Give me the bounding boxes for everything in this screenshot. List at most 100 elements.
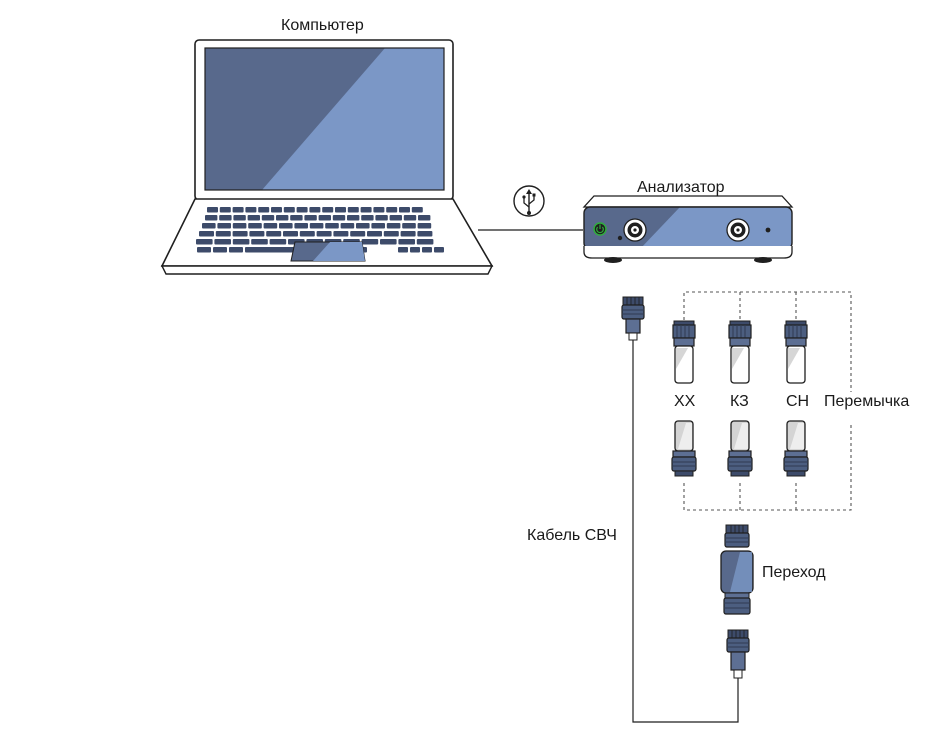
keyboard-key [360, 207, 372, 213]
keyboard-key [232, 207, 244, 213]
keyboard-key [335, 207, 346, 213]
keyboard-key [389, 215, 402, 221]
keyboard-key [283, 231, 298, 237]
keyboard-key [410, 247, 420, 253]
keyboard-key [232, 239, 250, 245]
keyboard-key [325, 223, 339, 229]
keyboard-key [248, 223, 262, 229]
keyboard-key [403, 215, 417, 221]
analyzer-label: Анализатор [637, 179, 725, 196]
keyboard-key [294, 223, 308, 229]
keyboard-key [434, 247, 444, 253]
short-label: КЗ [730, 393, 749, 410]
keyboard-key [266, 231, 282, 237]
keyboard-key [202, 223, 216, 229]
open-label: ХХ [674, 393, 696, 410]
open-standard-female [672, 320, 696, 384]
load-standard-female [784, 320, 808, 384]
keyboard-key [375, 215, 388, 221]
keyboard-key [296, 207, 308, 213]
analyzer-top [582, 195, 794, 208]
keyboard-key [197, 247, 211, 253]
keyboard-key [247, 215, 260, 221]
cable-connector-bottom [726, 629, 750, 679]
jumper-dashed-frame [683, 291, 852, 511]
keyboard-key [215, 231, 231, 237]
keyboard-key [411, 207, 423, 213]
keyboard-key [416, 239, 434, 245]
keyboard-key [367, 231, 382, 237]
keyboard-key [219, 215, 232, 221]
keyboard-key [361, 215, 374, 221]
keyboard-key [400, 231, 416, 237]
keyboard-key [233, 215, 246, 221]
keyboard-key [261, 215, 275, 221]
open-standard-male [671, 420, 697, 477]
keyboard-key [398, 247, 408, 253]
power-icon [593, 222, 607, 236]
keyboard-key [380, 239, 397, 245]
analyzer-port-2 [726, 218, 750, 242]
keyboard-key [316, 231, 332, 237]
keyboard-key [350, 231, 366, 237]
keyboard-key [318, 215, 331, 221]
keyboard-key [245, 207, 257, 213]
keyboard-key [333, 231, 349, 237]
keyboard-key [422, 247, 432, 253]
laptop-base-edge [160, 265, 494, 275]
keyboard-key [205, 215, 218, 221]
keyboard-key [207, 207, 218, 213]
keyboard-key [386, 207, 398, 213]
analyzer-port-1 [623, 218, 647, 242]
keyboard-key [219, 207, 231, 213]
keyboard-key [373, 207, 385, 213]
keyboard-key [418, 215, 431, 221]
keyboard-key [290, 215, 303, 221]
keyboard-key [279, 223, 293, 229]
keyboard-key [361, 239, 379, 245]
keyboard-key [199, 231, 214, 237]
adapter [720, 524, 754, 615]
keyboard-key [402, 223, 416, 229]
keyboard-key [347, 215, 360, 221]
keyboard-key [417, 231, 433, 237]
keyboard-key [299, 231, 315, 237]
keyboard-key [276, 215, 289, 221]
keyboard-key [232, 231, 248, 237]
keyboard-key [309, 223, 324, 229]
keyboard-key [340, 223, 355, 229]
keyboard-key [399, 207, 410, 213]
laptop [160, 39, 494, 275]
laptop-screen [205, 48, 444, 190]
keyboard-key [271, 207, 282, 213]
keyboard-key [347, 207, 359, 213]
keyboard-key [249, 231, 265, 237]
keyboard-key [398, 239, 415, 245]
keyboard-key [383, 231, 399, 237]
keyboard-key [214, 239, 231, 245]
adapter-label: Переход [762, 564, 826, 581]
keyboard-key [283, 207, 295, 213]
keyboard-key [356, 223, 370, 229]
keyboard-key [196, 239, 213, 245]
keyboard-key [263, 223, 278, 229]
keyboard-key [417, 223, 432, 229]
keyboard-key [371, 223, 385, 229]
keyboard-key [229, 247, 243, 253]
rf-cable [621, 296, 750, 723]
keyboard-key [213, 247, 227, 253]
usb-icon [513, 185, 545, 217]
computer-label: Компьютер [281, 17, 364, 34]
load-standard-male [783, 420, 809, 477]
analyzer [582, 195, 794, 263]
short-standard-female [728, 320, 752, 384]
keyboard-key [269, 239, 287, 245]
keyboard-key [217, 223, 231, 229]
calibration-kit [671, 291, 852, 511]
keyboard-key [386, 223, 401, 229]
keyboard-key [258, 207, 270, 213]
keyboard-key [332, 215, 346, 221]
keyboard-key [309, 207, 321, 213]
keyboard-key [251, 239, 268, 245]
